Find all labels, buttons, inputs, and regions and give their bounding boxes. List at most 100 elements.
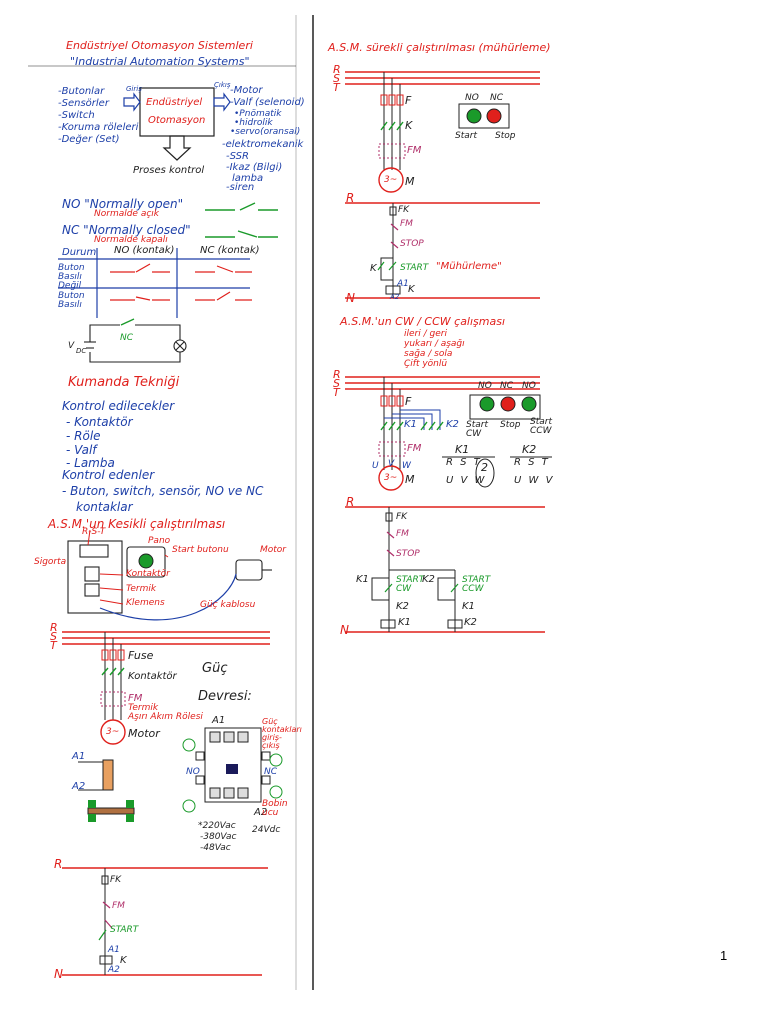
r2-ctrl-k1-seal: K1 <box>356 574 369 585</box>
r2-ctrl-stop: STOP <box>396 549 420 559</box>
guc-title: Güç <box>202 661 228 676</box>
r2-power-r: R <box>333 368 341 381</box>
ctrl1-fm: FM <box>112 901 125 911</box>
cont-guc-note: Güç kontakları giriş-çıkış <box>262 717 302 750</box>
valf-type: •Pnömatik <box>234 109 282 119</box>
r-ctrl-fm: FM <box>400 219 413 229</box>
r2-fm-label: FM <box>407 443 422 454</box>
center-box-line2: Otomasyon <box>148 115 206 126</box>
r-ctrl-a1: A1 <box>397 279 409 289</box>
lamp-nc: NC <box>120 333 134 343</box>
power-s: S <box>50 630 57 643</box>
input-item: -Değer (Set) <box>58 134 120 145</box>
otomasyon-box <box>139 87 215 137</box>
r-ctrl-muhurleme: "Mühürleme" <box>436 261 502 272</box>
cont-nc: NC <box>264 767 278 777</box>
r2-ctrl-n: N <box>340 623 349 637</box>
cw-sub: sağa / sola <box>404 349 453 359</box>
pb3-start-ccw: Start CCW <box>530 417 552 436</box>
ctrl1-k: K <box>120 955 127 966</box>
ctrl1-r: R <box>54 857 63 871</box>
output-label: Çıkış <box>214 81 231 89</box>
kontrol-item: - Valf <box>66 443 97 457</box>
input-label: Giriş <box>126 85 142 93</box>
r2-ctrl-k2-seal: K2 <box>422 574 435 585</box>
r2-w: W <box>402 461 411 471</box>
table-row-label: Buton Basılı <box>58 291 85 310</box>
pano-kontaktor: Kontaktör <box>126 569 170 579</box>
r2-ctrl-k1-interlock: K1 <box>462 601 475 612</box>
r-ctrl-start: START <box>400 263 429 273</box>
kontrol-edenler-item: - Buton, switch, sensör, NO ve NC <box>62 484 264 498</box>
power-t: T <box>50 639 57 652</box>
r-ctrl-k-seal: K <box>370 263 377 274</box>
pb-no: NO <box>465 93 479 103</box>
k2-table-bot: U W V <box>514 475 555 486</box>
cw-sub: ileri / geri <box>404 329 447 339</box>
kontrol-item: - Lamba <box>66 456 115 470</box>
table-header: NC (kontak) <box>200 245 260 256</box>
r-power-t: T <box>333 81 340 94</box>
ctrl1-fk: FK <box>110 875 122 885</box>
pano-rst: R-S-T <box>82 527 106 537</box>
pb3-stop: Stop <box>500 420 521 430</box>
kontrol-edilecekler: Kontrol edilecekler <box>62 399 175 413</box>
k2-table-top: R S T <box>514 457 550 468</box>
pb3-nc: NC <box>500 381 514 391</box>
r2-power-t: T <box>333 386 340 399</box>
r2-ctrl-k2-interlock: K2 <box>396 601 409 612</box>
output-item: -SSR <box>226 151 249 162</box>
r2-ctrl-r: R <box>346 495 355 509</box>
pano-label: Pano <box>148 536 171 546</box>
pano-guc-kablosu: Güç kablosu <box>200 600 256 610</box>
voltage: -48Vac <box>200 843 231 853</box>
power-r: R <box>50 621 58 634</box>
kumanda-title: Kumanda Tekniği <box>68 375 180 390</box>
right-title: A.S.M. sürekli çalıştırılması (mühürleme… <box>328 41 551 54</box>
output-item: -Motor <box>230 85 263 96</box>
r2-ctrl-start-ccw: START CCW <box>462 575 491 594</box>
coil-a2: A2 <box>72 781 86 792</box>
r2-ctrl-start-cw: START CW <box>396 575 425 594</box>
pano-termik: Termik <box>126 584 157 594</box>
page-title: Endüstriyel Otomasyon Sistemleri <box>66 39 253 52</box>
cont-a2: A2 <box>254 807 268 818</box>
r-f-label: F <box>405 94 412 107</box>
output-item: -elektromekanik <box>222 139 304 150</box>
pano-sigorta: Sigorta <box>34 557 67 567</box>
table-row-label: Buton Basılı Değil <box>58 263 85 291</box>
r-fm-label: FM <box>407 145 422 156</box>
ctrl1-start: START <box>110 925 139 935</box>
center-box-line1: Endüstriyel <box>146 97 203 108</box>
voltage: *220Vac <box>198 821 236 831</box>
r-power-s: S <box>333 72 340 85</box>
cw-sub: yukarı / aşağı <box>404 339 465 349</box>
kontrol-item: - Röle <box>66 429 101 443</box>
r2-k1-label: K1 <box>404 419 417 430</box>
pano-motor: Motor <box>260 545 287 555</box>
output-item: -Valf (selenoid) <box>230 97 305 108</box>
termik-label: Termik <box>128 703 159 713</box>
pb3-start-cw: Start CW <box>466 420 488 439</box>
r2-ctrl-k1-coil: K1 <box>398 617 411 628</box>
pano-klemens: Klemens <box>126 598 165 608</box>
k1-table-bot: U V W <box>446 475 487 486</box>
output-item: -siren <box>226 182 255 193</box>
swap-note: 2 <box>481 461 488 474</box>
cw-sub: Çift yönlü <box>404 359 448 369</box>
pb-stop: Stop <box>495 131 516 141</box>
kontaklar-label: kontaklar <box>76 500 133 514</box>
input-item: -Switch <box>58 110 95 121</box>
r-ctrl-k: K <box>408 284 415 295</box>
pb3-no1: NO <box>478 381 492 391</box>
asiri-akim-label: Aşırı Akım Rölesi <box>128 712 203 722</box>
r2-f-label: F <box>405 395 412 408</box>
r-m-label: M <box>405 175 415 188</box>
r2-m-label: M <box>405 473 415 486</box>
r2-v: V <box>388 459 395 469</box>
k2-table-name: K2 <box>522 443 537 456</box>
r2-ctrl-fk: FK <box>396 512 408 522</box>
no-subtitle: Normalde açık <box>94 209 160 219</box>
r2-motor-symbol: 3~ <box>384 473 398 483</box>
